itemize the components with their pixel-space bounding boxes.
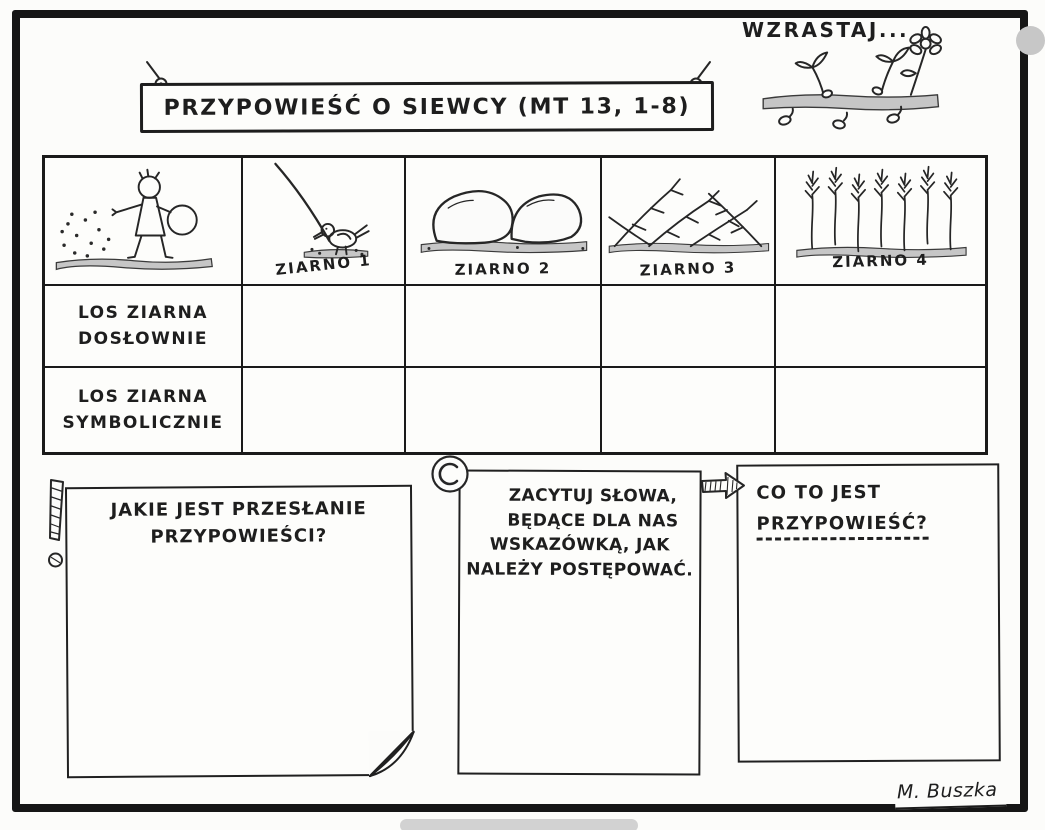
answer-cell-r2c4[interactable] <box>776 368 985 452</box>
answer-cell-r2c3[interactable] <box>602 368 776 452</box>
header-cell-ziarno-4: ZIARNO 4 <box>776 158 985 286</box>
definition-note-box[interactable]: CO TO JEST PRZYPOWIEŚĆ? <box>736 463 1001 763</box>
folded-corner-icon <box>368 730 416 778</box>
scan-artifact-bar <box>400 819 638 830</box>
message-line-1: JAKIE JEST PRZESŁANIE <box>110 498 367 521</box>
answer-cell-r2c1[interactable] <box>243 368 406 452</box>
header-cell-ziarno-2: ZIARNO 2 <box>406 158 602 286</box>
answer-cell-r1c4[interactable] <box>776 286 985 368</box>
thorns-icon <box>608 178 770 254</box>
answer-cell-r2c2[interactable] <box>406 368 602 452</box>
message-note-box[interactable]: JAKIE JEST PRZESŁANIE PRZYPOWIEŚCI? <box>64 484 416 779</box>
exclamation-icon <box>48 479 64 568</box>
column-label-ziarno-2: ZIARNO 2 <box>454 259 552 279</box>
quote-line-4: NALEŻY POSTĘPOWAĆ. <box>466 559 694 581</box>
row-label-line: DOSŁOWNIE <box>78 329 208 349</box>
rocks-icon <box>420 190 588 254</box>
page-border-frame <box>12 10 1028 812</box>
sprouting-seeds-icon <box>762 25 942 130</box>
answer-cell-r1c1[interactable] <box>243 286 406 368</box>
row-label-line: SYMBOLICZNIE <box>62 413 224 433</box>
wheat-icon <box>796 165 967 258</box>
definition-line-2: PRZYPOWIEŚĆ? <box>756 512 929 541</box>
answer-cell-r1c2[interactable] <box>406 286 602 368</box>
header-cell-ziarno-3: ZIARNO 3 <box>602 158 776 286</box>
message-line-2: PRZYPOWIEŚCI? <box>150 525 328 548</box>
row-label-line: LOS ZIARNA <box>77 302 209 323</box>
quote-note-box[interactable]: ZACYTUJ SŁOWA, BĘDĄCE DLA NAS WSKAZÓWKĄ,… <box>457 469 702 776</box>
quote-line-2: BĘDĄCE DLA NAS <box>507 510 679 532</box>
quote-icon <box>431 455 469 493</box>
author-signature: M. Buszka <box>894 778 1006 810</box>
quote-line-3: WSKAZÓWKĄ, JAK <box>489 534 670 556</box>
scan-artifact-circle <box>1016 26 1045 55</box>
column-label-ziarno-3: ZIARNO 3 <box>639 258 737 280</box>
sower-icon <box>55 168 213 271</box>
title-banner: PRZYPOWIEŚĆ O SIEWCY (MT 13, 1-8) <box>139 80 715 134</box>
row-label-symbolic: LOS ZIARNA SYMBOLICZNIE <box>45 368 243 452</box>
header-cell-ziarno-1: ZIARNO 1 <box>243 158 406 286</box>
row-label-literal: LOS ZIARNA DOSŁOWNIE <box>45 286 243 368</box>
row-label-line: LOS ZIARNA <box>77 386 209 407</box>
grow-caption: WZRASTAJ... <box>742 18 910 42</box>
message-note-text: JAKIE JEST PRZESŁANIE PRZYPOWIEŚCI? <box>67 495 410 551</box>
answer-cell-r1c3[interactable] <box>602 286 776 368</box>
page-title: PRZYPOWIEŚĆ O SIEWCY (MT 13, 1-8) <box>163 93 691 121</box>
definition-line-1: CO TO JEST <box>756 481 882 504</box>
sower-table: ZIARNO 1 ZIARNO 2 <box>42 155 988 455</box>
header-cell-sower <box>45 158 243 286</box>
quote-line-1: ZACYTUJ SŁOWA, <box>508 485 678 507</box>
arrow-icon <box>701 472 745 499</box>
bird-pecking-seed-icon <box>274 162 370 259</box>
